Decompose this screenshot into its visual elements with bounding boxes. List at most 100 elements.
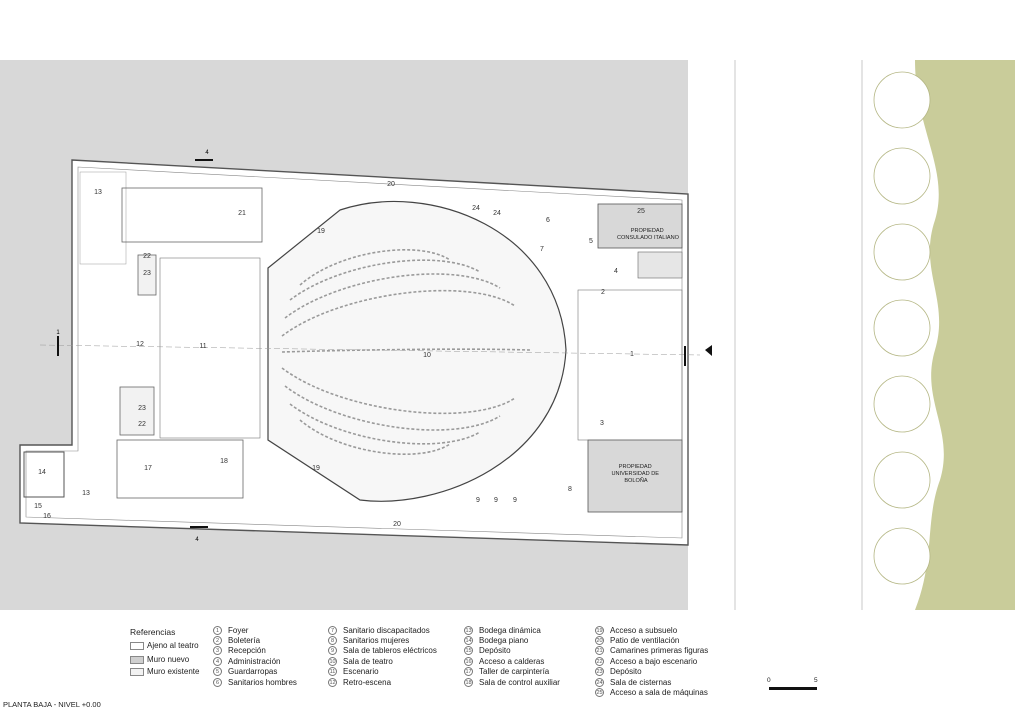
scale-bar: [769, 687, 817, 690]
room-number: 10: [423, 352, 431, 359]
room-numbers: 13 13 21 22 23 23 22 19 19 20 20 12 11 1…: [34, 181, 645, 528]
scale-end-label: 5: [814, 677, 818, 684]
room-number: 24: [472, 205, 480, 212]
room-name: Sanitarios hombres: [228, 677, 297, 687]
tree: [873, 223, 931, 281]
room-name: Sanitario discapacitados: [343, 625, 430, 635]
room-num-badge: 4: [213, 656, 222, 666]
room-number: 14: [38, 469, 46, 476]
room-number: 15: [34, 503, 42, 510]
room-num-badge: 5: [213, 667, 222, 677]
seating-rows: [281, 249, 531, 456]
room-num-badge: 24: [595, 677, 604, 687]
tree: [873, 71, 931, 129]
room-name: Acceso a sala de máquinas: [610, 688, 708, 698]
room-number: 23: [143, 270, 151, 277]
room-num-badge: 6: [213, 677, 222, 687]
consulado-label-line1: PROPIEDAD: [631, 228, 664, 234]
room-num-badge: 8: [328, 636, 337, 646]
room-23-bottom: [119, 386, 155, 436]
room-num-badge: 10: [328, 656, 337, 666]
tree: [873, 147, 931, 205]
room-name: Patio de ventilación: [610, 636, 680, 646]
consulado-label: PROPIEDAD CONSULADO ITALIANO: [617, 228, 680, 241]
room-num-badge: 11: [328, 667, 337, 677]
room-num-badge: 14: [464, 636, 473, 646]
room-num-badge: 15: [464, 646, 473, 656]
page-title: PLANTA BAJA - NIVEL +0.00: [3, 700, 101, 709]
universidad-block: [587, 439, 683, 513]
room-name: Sala de control auxiliar: [479, 677, 560, 687]
room-name: Escenario: [343, 667, 379, 677]
room-num-badge: 23: [595, 667, 604, 677]
room-num-badge: 13: [464, 625, 473, 635]
room-name: Camarines primeras figuras: [610, 646, 709, 656]
room-num-badge: 3: [213, 646, 222, 656]
room-name: Sala de cisternas: [610, 677, 672, 687]
axis-line: [39, 344, 701, 356]
tree: [873, 527, 931, 585]
list-item: 1 Foyer: [213, 625, 297, 635]
room-num-badge: 1: [213, 625, 222, 635]
room-number: 5: [589, 238, 593, 245]
room-num-badge: 19: [595, 625, 604, 635]
swatch-muro-nuevo: [130, 655, 144, 664]
room-list-col4: 19 Acceso a subsuelo 20 Patio de ventilaci…: [595, 625, 708, 698]
tree-row: [873, 71, 931, 585]
room-number: 19: [312, 465, 320, 472]
room-number: 9: [513, 497, 517, 504]
room-name: Acceso a subsuelo: [610, 625, 678, 635]
room-number: 13: [94, 189, 102, 196]
room-number: 7: [540, 246, 544, 253]
stage-area: [159, 257, 261, 439]
room-num-badge: 20: [595, 636, 604, 646]
room-num-badge: 2: [213, 636, 222, 646]
swatch-ajeno: [130, 641, 144, 650]
room-14: [23, 451, 65, 498]
room-name: Depósito: [610, 667, 642, 677]
list-item: 19 Acceso a subsuelo: [595, 625, 708, 635]
legend-heading: Referencias: [130, 627, 176, 637]
room-number: 9: [476, 497, 480, 504]
room-num-badge: 25: [595, 688, 604, 698]
room-name: Acceso a calderas: [479, 656, 545, 666]
legend-label: Muro nuevo: [147, 655, 190, 664]
room-number: 21: [238, 210, 246, 217]
room-number: 13: [82, 490, 90, 497]
room-name: Foyer: [228, 625, 249, 635]
room-number: 2: [601, 289, 605, 296]
list-item: 20 Patio de ventilación: [595, 635, 708, 646]
room-name: Sanitarios mujeres: [343, 636, 410, 646]
list-item: 2 Boletería: [213, 635, 297, 646]
room-number: 23: [138, 405, 146, 412]
universidad-label-line1: PROPIEDAD: [619, 464, 652, 470]
list-item: 25 Acceso a sala de máquinas: [595, 687, 708, 698]
room-23-top: [137, 254, 157, 296]
room-name: Taller de carpintería: [479, 667, 550, 677]
room-number: 17: [144, 465, 152, 472]
tree: [873, 375, 931, 433]
tree: [873, 299, 931, 357]
room-number: 25: [637, 208, 645, 215]
section-number-left: 1: [56, 330, 60, 336]
room-name: Acceso a bajo escenario: [610, 656, 698, 666]
room-name: Boletería: [228, 636, 261, 646]
legend-label: Muro existente: [147, 667, 200, 676]
room-number: 18: [220, 458, 228, 465]
section-number-bottom: 4: [195, 537, 199, 543]
list-item: 24 Sala de cisternas: [595, 677, 708, 687]
room-number: 20: [393, 521, 401, 528]
